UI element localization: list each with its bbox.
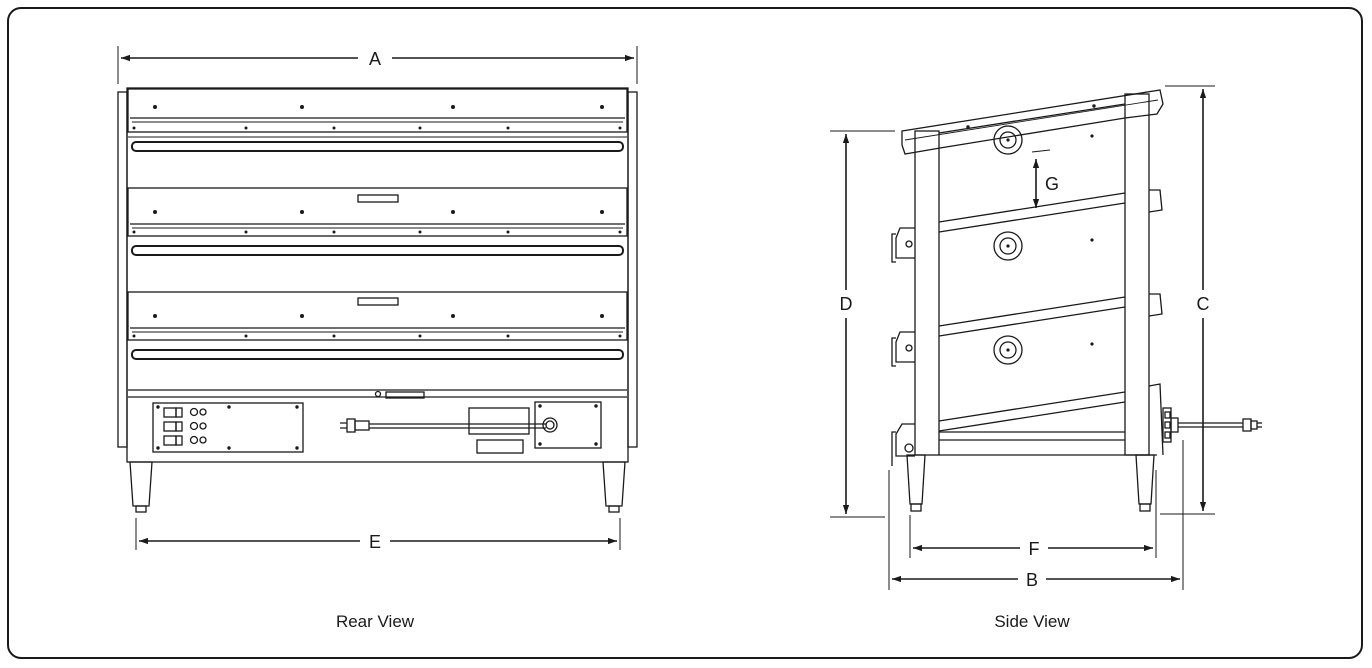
side-front-leg <box>906 454 926 505</box>
dimension-f-label: F <box>1029 539 1040 559</box>
rear-left-leg <box>129 461 153 507</box>
drawing-frame <box>7 7 1363 659</box>
dimension-c-label: C <box>1197 294 1210 314</box>
dimension-b: B <box>888 440 1184 590</box>
side-rear-leg <box>1135 454 1155 505</box>
dimension-f: F <box>909 470 1157 559</box>
side-rear-post <box>1124 93 1150 456</box>
dimension-e: E <box>135 518 621 552</box>
rear-control-panel <box>152 402 304 453</box>
rear-view: A <box>117 46 638 631</box>
side-brackets <box>891 227 915 466</box>
dimension-a: A <box>117 46 638 84</box>
rear-body <box>126 87 629 463</box>
dimension-d-label: D <box>840 294 853 314</box>
dimension-d: D <box>830 130 895 518</box>
rear-right-leg <box>602 461 626 507</box>
rear-left-post <box>117 91 128 448</box>
rear-power-cord <box>340 401 602 454</box>
rear-shelf-1 <box>127 88 628 152</box>
rear-shelf-2 <box>127 187 628 256</box>
dimension-e-label: E <box>369 532 381 552</box>
side-power-cord <box>1162 407 1262 443</box>
rear-right-post <box>627 91 638 448</box>
rear-view-caption: Rear View <box>336 612 415 631</box>
side-view: D C <box>830 85 1262 631</box>
dimension-g: G <box>1031 149 1059 208</box>
dimension-a-label: A <box>369 49 381 69</box>
side-shelf-bands <box>938 103 1126 432</box>
side-view-caption: Side View <box>994 612 1070 631</box>
dimension-b-label: B <box>1026 570 1038 590</box>
dimension-g-label: G <box>1045 174 1059 194</box>
dimension-c: C <box>1160 85 1215 515</box>
side-top-cap <box>901 89 1164 155</box>
rear-shelf-3 <box>127 291 628 360</box>
side-heater-lamps <box>993 125 1094 365</box>
side-front-post <box>914 130 940 456</box>
